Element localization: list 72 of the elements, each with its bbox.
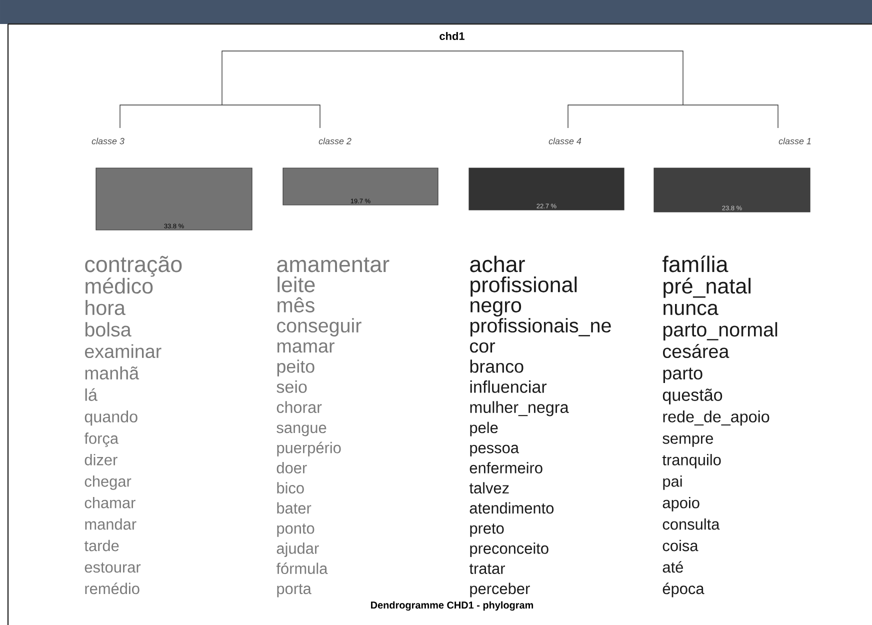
word: remédio	[85, 582, 140, 594]
word: puerpério	[277, 442, 341, 456]
word: dizer	[84, 454, 118, 466]
word: porta	[277, 584, 312, 598]
word: mamar	[277, 342, 334, 353]
word: sempre	[662, 435, 713, 447]
word: tranquilo	[662, 454, 721, 468]
word: profissional	[470, 276, 577, 297]
word: perceber	[470, 582, 530, 598]
word: época	[662, 582, 704, 598]
word: mês	[278, 297, 314, 312]
word: tratar	[469, 564, 505, 574]
word: doer	[276, 462, 307, 474]
word: branco	[470, 360, 524, 373]
word: bico	[277, 482, 304, 494]
word: pré_natal	[664, 278, 750, 298]
class-label: classe 3	[92, 138, 124, 144]
word: chegar	[84, 475, 132, 490]
word: consulta	[662, 518, 720, 530]
word: leite	[278, 276, 315, 292]
word: chamar	[84, 496, 136, 508]
word: estourar	[84, 562, 141, 573]
word: manhã	[85, 366, 140, 380]
word: seio	[276, 380, 307, 393]
word: influenciar	[470, 380, 547, 393]
word: examinar	[85, 344, 162, 358]
word: achar	[470, 256, 525, 272]
word: fórmula	[276, 562, 328, 574]
word: parto_normal	[663, 322, 778, 340]
word: família	[662, 255, 728, 272]
class-label: classe 1	[778, 138, 811, 144]
word: sangue	[276, 424, 326, 436]
word: pessoa	[470, 444, 519, 456]
word: conseguir	[277, 318, 362, 336]
word: negro	[470, 301, 522, 317]
word: profissionais_ne	[470, 318, 611, 336]
chart-title: chd1	[440, 32, 464, 40]
caption: Dendrogramme CHD1 - phylogram	[371, 601, 534, 611]
word: preto	[470, 524, 504, 537]
word: força	[84, 432, 119, 447]
word: contração	[85, 256, 182, 277]
word: hora	[86, 300, 126, 316]
word: preconceito	[470, 542, 548, 557]
word: coisa	[662, 540, 698, 552]
word: bater	[277, 502, 312, 514]
class-label: classe 2	[318, 138, 352, 144]
word: rede_de_apoio	[663, 410, 770, 426]
word: amamentar	[277, 258, 390, 272]
word: talvez	[469, 482, 509, 494]
word: mandar	[85, 518, 136, 530]
word: peito	[277, 360, 314, 376]
word: ponto	[277, 524, 314, 537]
word: quando	[84, 410, 138, 426]
word: até	[662, 561, 683, 573]
word: parto	[663, 368, 702, 384]
word: mulher_negra	[470, 401, 569, 416]
class-label: classe 4	[548, 138, 582, 144]
word: pai	[663, 475, 682, 490]
word: tarde	[84, 540, 119, 552]
word: questão	[662, 388, 722, 404]
word: cesárea	[663, 344, 730, 358]
word: médico	[86, 278, 153, 294]
word: atendimento	[470, 502, 554, 514]
word: ajudar	[276, 542, 319, 557]
word: cor	[470, 342, 496, 353]
word: lá	[85, 388, 98, 401]
word: nunca	[664, 304, 718, 316]
word: enfermeiro	[470, 462, 542, 474]
word: chorar	[276, 401, 322, 414]
word: apoio	[662, 496, 700, 512]
word: bolsa	[85, 322, 132, 337]
word: pele	[470, 422, 498, 436]
